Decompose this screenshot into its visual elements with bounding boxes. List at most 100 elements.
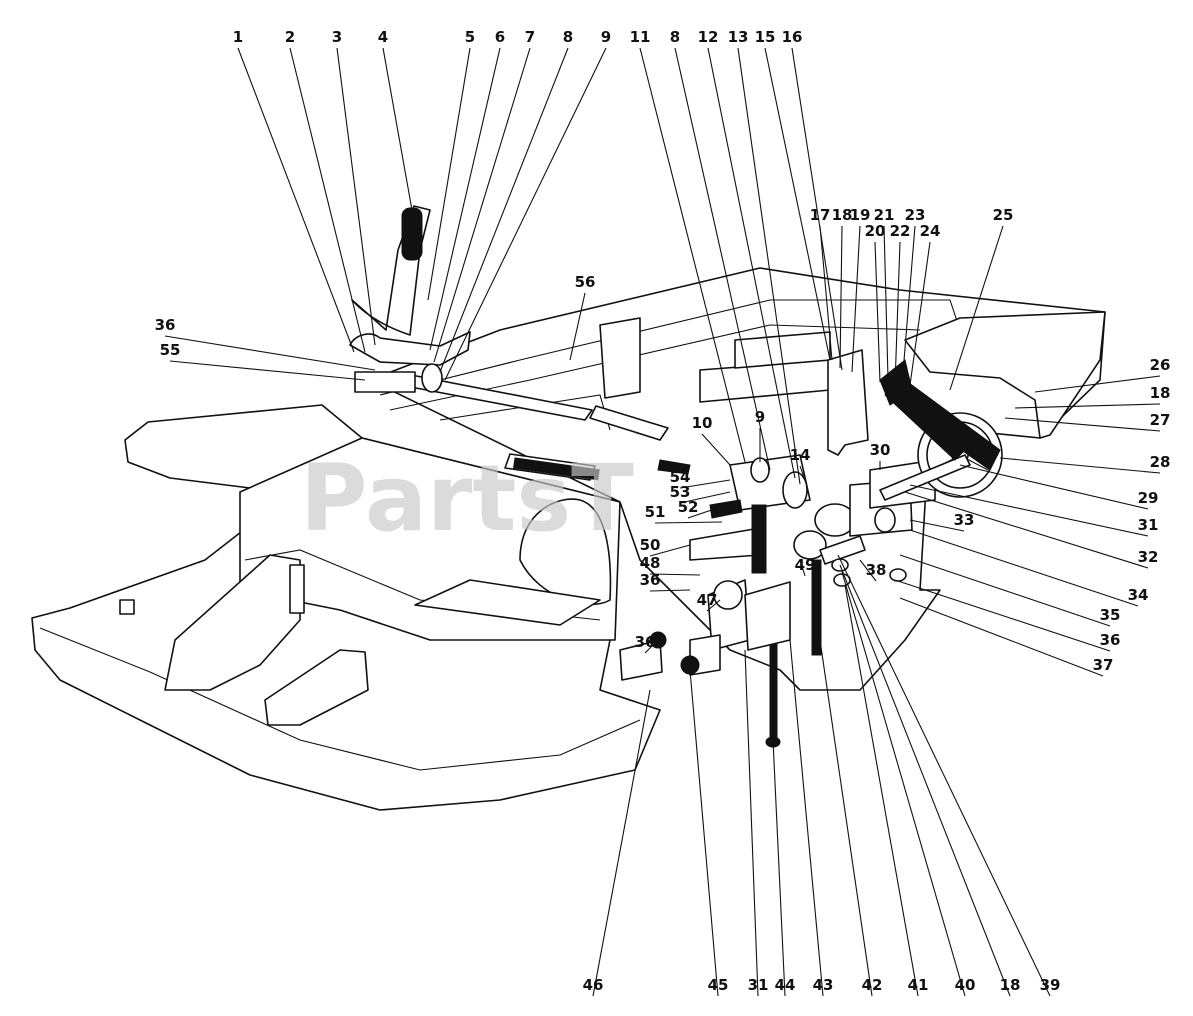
leader-line-l24 xyxy=(909,241,931,386)
leader-line-l49 xyxy=(799,559,806,577)
part-label-l49: 49 xyxy=(795,556,816,574)
leader-line-l6 xyxy=(429,47,501,351)
leader-line-l32 xyxy=(904,491,1149,569)
leader-line-l14 xyxy=(799,465,806,481)
part-label-l40: 40 xyxy=(955,976,976,994)
leader-line-l31b xyxy=(744,649,759,997)
part-label-l25: 25 xyxy=(993,206,1014,224)
leader-line-l9a xyxy=(444,47,607,381)
leader-line-l7 xyxy=(433,47,531,363)
part-label-l55: 55 xyxy=(160,341,181,359)
leader-line-l25 xyxy=(949,225,1004,391)
leader-line-l19 xyxy=(851,225,861,373)
leader-line-l53 xyxy=(679,491,731,504)
leader-line-l36c xyxy=(649,589,691,592)
leader-line-l42 xyxy=(819,639,873,997)
part-label-l36c: 36 xyxy=(640,571,661,589)
part-label-l31a: 31 xyxy=(1138,516,1159,534)
leader-line-l15 xyxy=(764,47,831,361)
part-label-l45: 45 xyxy=(708,976,729,994)
part-label-l18c: 18 xyxy=(1000,976,1021,994)
part-label-l11: 11 xyxy=(630,28,651,46)
part-label-l36b: 36 xyxy=(155,316,176,334)
leader-line-l27 xyxy=(1004,417,1161,432)
leader-lines xyxy=(164,47,1161,997)
part-label-l9b: 9 xyxy=(755,408,765,426)
part-label-l16: 16 xyxy=(782,28,803,46)
part-label-l36a: 36 xyxy=(1100,631,1121,649)
part-label-l19: 19 xyxy=(850,206,871,224)
leader-line-l37 xyxy=(899,597,1104,677)
part-label-l32: 32 xyxy=(1138,548,1159,566)
leader-line-l11 xyxy=(639,47,746,463)
leader-line-l52 xyxy=(687,501,736,519)
leader-line-l29 xyxy=(959,464,1149,510)
part-label-l18b: 18 xyxy=(1150,384,1171,402)
leader-line-l23 xyxy=(901,225,916,386)
part-label-l14: 14 xyxy=(790,446,811,464)
part-label-l53: 53 xyxy=(670,483,691,501)
part-label-l43: 43 xyxy=(813,976,834,994)
leader-line-l46 xyxy=(592,689,651,997)
leader-line-l41 xyxy=(844,584,919,997)
part-label-l20: 20 xyxy=(865,222,886,240)
leader-line-l13 xyxy=(737,47,801,485)
part-label-l15: 15 xyxy=(755,28,776,46)
part-label-l34: 34 xyxy=(1128,586,1149,604)
part-label-l46: 46 xyxy=(583,976,604,994)
part-label-l28: 28 xyxy=(1150,453,1171,471)
leader-line-l43 xyxy=(789,639,824,997)
part-label-l10: 10 xyxy=(692,414,713,432)
part-label-l17: 17 xyxy=(810,206,831,224)
leader-line-l44 xyxy=(772,739,786,997)
leader-line-l31a xyxy=(909,484,1149,537)
leader-line-l36a xyxy=(894,579,1111,652)
leader-line-l35 xyxy=(899,554,1111,627)
part-label-l6: 6 xyxy=(495,28,505,46)
leader-line-l22 xyxy=(894,241,901,386)
part-label-l7: 7 xyxy=(525,28,535,46)
part-label-l18a: 18 xyxy=(832,206,853,224)
part-label-l50: 50 xyxy=(640,536,661,554)
part-label-l22: 22 xyxy=(890,222,911,240)
part-label-l12: 12 xyxy=(698,28,719,46)
leader-line-l54 xyxy=(679,479,731,489)
leader-line-l1 xyxy=(237,47,355,353)
part-label-l48: 48 xyxy=(640,554,661,572)
watermark-text: PartsT xyxy=(300,445,634,552)
leader-line-l56 xyxy=(569,292,586,361)
leader-line-l3 xyxy=(336,47,376,346)
part-label-l42: 42 xyxy=(862,976,883,994)
part-label-l39: 39 xyxy=(1040,976,1061,994)
part-label-l37: 37 xyxy=(1093,656,1114,674)
part-label-l4: 4 xyxy=(378,28,388,46)
part-label-l44: 44 xyxy=(775,976,796,994)
leader-line-l21 xyxy=(883,225,889,379)
leader-line-l36d xyxy=(644,639,659,654)
leader-line-l40 xyxy=(841,571,966,997)
leader-line-l8b xyxy=(674,47,771,471)
part-label-l54: 54 xyxy=(670,468,691,486)
leader-line-l8a xyxy=(439,47,569,373)
leader-line-l55 xyxy=(169,360,366,381)
leader-line-l36b xyxy=(164,335,376,371)
part-label-l2: 2 xyxy=(285,28,295,46)
part-label-l30: 30 xyxy=(870,441,891,459)
leader-line-l18a xyxy=(839,225,843,369)
leader-line-l5 xyxy=(427,47,471,301)
leader-line-l2 xyxy=(289,47,366,353)
part-label-l33: 33 xyxy=(954,511,975,529)
leader-line-l18b xyxy=(1014,403,1161,409)
leader-line-l39 xyxy=(837,554,1051,997)
leader-line-l45 xyxy=(689,669,719,997)
part-label-l1: 1 xyxy=(233,28,243,46)
mower-frame-drawing xyxy=(31,205,1106,811)
part-label-l9a: 9 xyxy=(601,28,611,46)
leader-line-l28 xyxy=(999,457,1161,474)
leader-line-l20 xyxy=(874,241,881,383)
leader-line-l48 xyxy=(649,573,701,576)
part-label-l3: 3 xyxy=(332,28,342,46)
leader-line-l38 xyxy=(859,559,877,582)
part-label-l29: 29 xyxy=(1138,489,1159,507)
